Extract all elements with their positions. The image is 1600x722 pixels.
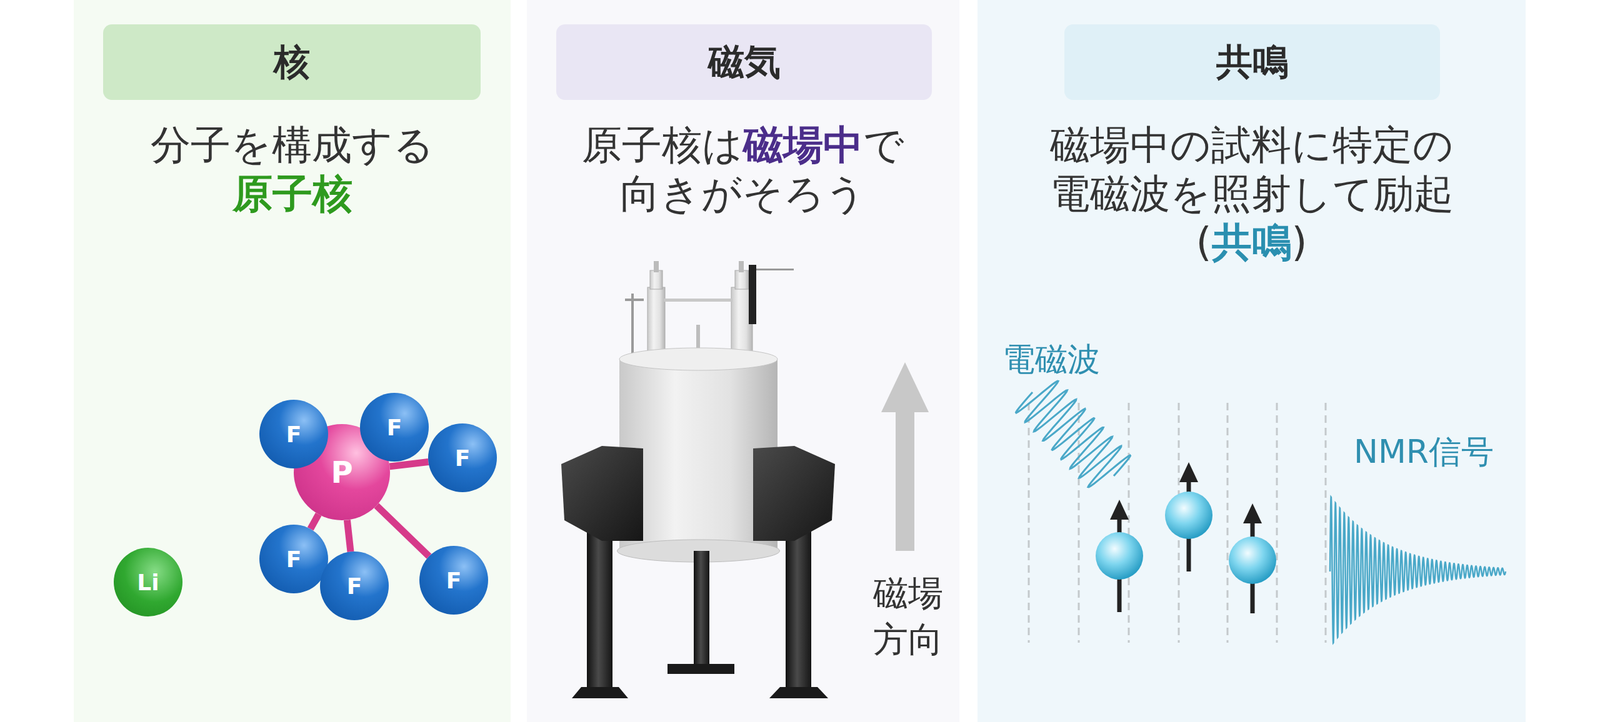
atom-symbol: F xyxy=(446,568,462,594)
axis-label: 磁場 方向 xyxy=(868,570,949,664)
field-arrow xyxy=(881,362,929,552)
header-text: 磁気 xyxy=(708,38,781,87)
bond xyxy=(346,520,351,553)
guide-line xyxy=(1226,403,1229,644)
panel-text: 共鳴 xyxy=(1211,219,1292,266)
panel-ground xyxy=(526,0,960,722)
fluorine-atom: F xyxy=(428,423,497,493)
guide-lines xyxy=(1028,403,1326,644)
text-line: 磁場中の試料に特定の 電磁波を照射して励起 xyxy=(977,120,1526,219)
fluorine-atom: F xyxy=(259,525,329,594)
bond xyxy=(376,506,429,557)
atom-symbol: F xyxy=(286,421,302,448)
spins xyxy=(1095,462,1277,614)
atom-symbol: Li xyxy=(136,570,159,596)
guide-line xyxy=(1128,403,1130,644)
fluorine-atom: F xyxy=(419,546,489,615)
panel-text: 磁場中 xyxy=(743,121,864,169)
fluorine-atom: F xyxy=(259,400,329,469)
panel: 分子を構成する原子核 核 P F F F F F F Li xyxy=(73,0,511,722)
text-line: (共鳴) xyxy=(977,218,1526,267)
panel-text: 磁場中の試料に特定の 電磁波を照射して励起(共鳴) xyxy=(977,120,1526,267)
panel-text: 磁場中の試料に特定の 電磁波を照射して励起 xyxy=(1043,120,1460,219)
panel-text: 向きがそろう xyxy=(620,170,867,217)
lithium-atom: Li xyxy=(113,548,183,617)
panel-text: 分子を構成する原子核 xyxy=(73,120,511,219)
signal-label: NMR信号 xyxy=(1353,431,1494,472)
atom-symbol: P xyxy=(330,455,353,490)
panel-header: 磁気 xyxy=(556,24,932,100)
atom-symbol: F xyxy=(386,415,403,441)
panel-header: 共鳴 xyxy=(1064,24,1440,100)
panel-text: 分子を構成する xyxy=(150,121,435,169)
nmr-signal xyxy=(1330,497,1506,644)
guide-line xyxy=(1276,403,1279,644)
wave-label: 電磁波 xyxy=(1002,339,1100,380)
atom-symbol: F xyxy=(346,573,363,600)
text-line: 原子核は磁場中で xyxy=(526,120,960,170)
header-text: 共鳴 xyxy=(1216,38,1289,87)
atom-symbol: F xyxy=(455,445,471,472)
panel-ground xyxy=(73,0,511,722)
text-line: 分子を構成する xyxy=(73,120,511,170)
panel: 原子核は磁場中で向きがそろう磁気 xyxy=(526,0,960,722)
panel-text: 原子核は磁場中で向きがそろう xyxy=(526,120,960,219)
fluorine-atom: F xyxy=(320,551,389,621)
panel-header: 核 xyxy=(103,24,481,100)
atom-symbol: F xyxy=(286,546,302,573)
bond xyxy=(389,462,429,467)
guide-line xyxy=(1028,403,1030,644)
fluorine-atom: F xyxy=(360,393,429,462)
panel-text: 原子核 xyxy=(232,170,353,217)
panel-text: ( xyxy=(1196,219,1212,266)
em-wave xyxy=(1015,381,1130,488)
nmr-magnet xyxy=(561,261,835,699)
panel-ground xyxy=(977,0,1526,722)
header-text: 核 xyxy=(273,38,310,87)
panel-text: 原子核は xyxy=(581,121,744,169)
panel-text: で xyxy=(863,121,905,169)
guide-line xyxy=(1325,403,1327,644)
text-line: 原子核 xyxy=(73,169,511,219)
bond xyxy=(310,514,319,530)
text-line: 向きがそろう xyxy=(526,169,960,219)
panel-text: ) xyxy=(1291,219,1308,266)
